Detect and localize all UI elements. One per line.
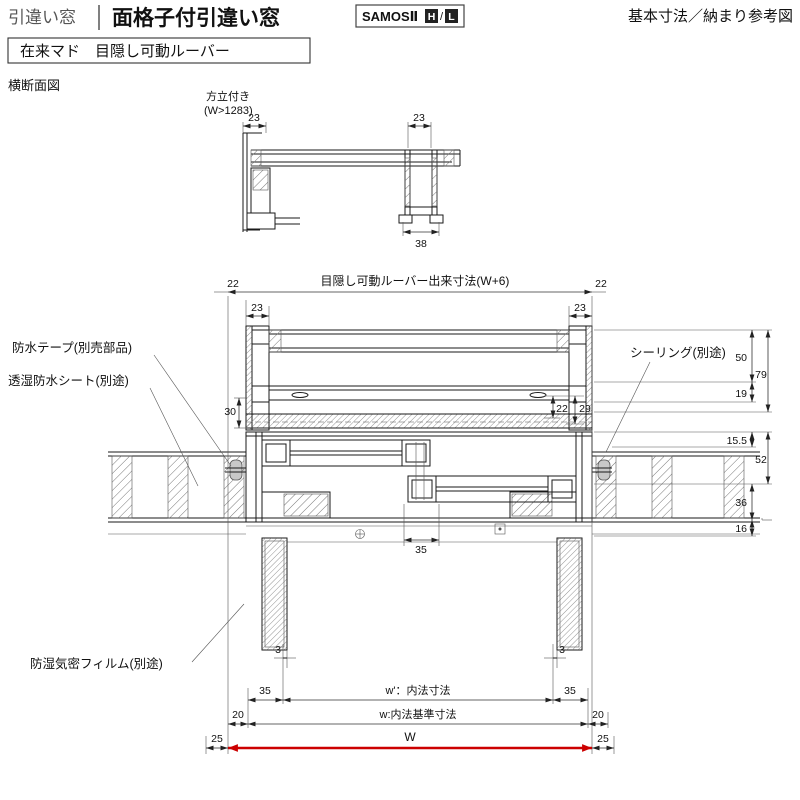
brand-label: SAMOSⅡ <box>362 9 418 24</box>
pillar-condition: (W>1283) <box>204 105 253 117</box>
variant-l-box <box>445 9 458 23</box>
dim-79: 79 <box>755 369 767 381</box>
callout-waterproof-tape: 防水テープ(別売部品) <box>12 340 132 355</box>
dimensions: 22 22 目隠し可動ルーバー出来寸法(W+6) 23 23 30 22 29 <box>205 274 772 754</box>
dim-23-right: 23 <box>574 302 586 314</box>
variant-l-label: L <box>448 11 455 23</box>
callout-sealing: シーリング(別途) <box>630 345 726 360</box>
w-mark-label: W <box>404 730 416 744</box>
screw-symbol <box>355 529 365 539</box>
dim-35-right: 35 <box>564 685 576 697</box>
dim-52: 52 <box>755 454 767 466</box>
mullion-detail-drawing: 方立付き (W>1283) 23 23 <box>204 89 461 250</box>
dim-19: 19 <box>735 388 747 400</box>
variant-h-box <box>425 9 438 23</box>
wall-left <box>108 451 246 535</box>
louver-assembly <box>245 325 593 431</box>
section-view-label: 横断面図 <box>8 78 60 93</box>
header-right-note: 基本寸法／納まり参考図 <box>628 8 793 25</box>
dim-50: 50 <box>735 352 747 364</box>
dim-23-detail-left: 23 <box>248 112 260 124</box>
subheader-label: 在来マド 目隠し可動ルーバー <box>20 43 230 60</box>
dim-23-left: 23 <box>251 302 263 314</box>
dim-22-right: 22 <box>595 278 607 290</box>
callout-breathable-sheet: 透湿防水シート(別途) <box>8 373 129 388</box>
callouts: 防水テープ(別売部品) 透湿防水シート(別途) シーリング(別途) 防湿気密フィ… <box>8 340 726 671</box>
dim-22-left: 22 <box>227 278 239 290</box>
page-title: 面格子付引違い窓 <box>112 6 280 30</box>
column-right <box>556 537 583 651</box>
sealing-marker <box>597 459 611 481</box>
dim-15-5: 15.5 <box>727 435 748 447</box>
variant-h-label: H <box>428 11 436 23</box>
inner-width-label: w'：内法寸法 <box>384 683 450 697</box>
dim-20-right: 20 <box>592 709 604 721</box>
base-width-label: w:内法基準寸法 <box>379 707 457 721</box>
dim-22-inner: 22 <box>556 403 568 415</box>
sliding-sashes <box>261 439 577 503</box>
callout-moisture-film: 防湿気密フィルム(別途) <box>30 656 163 671</box>
header: 引違い窓 面格子付引違い窓 SAMOSⅡ H / L 基本寸法／納まり参考図 在… <box>7 4 793 93</box>
main-cross-section <box>108 325 760 651</box>
pillar-label: 方立付き <box>206 89 250 103</box>
waterproof-tape-marker <box>229 459 243 481</box>
dim-30: 30 <box>224 406 236 418</box>
anchor-symbol <box>494 523 506 535</box>
dim-3-left: 3 <box>275 644 281 656</box>
dim-20-left: 20 <box>232 709 244 721</box>
dim-38: 38 <box>415 238 427 250</box>
samos-badge: SAMOSⅡ H / L <box>355 4 465 28</box>
column-left <box>261 537 288 651</box>
window-category-label: 引違い窓 <box>8 8 76 27</box>
dim-36: 36 <box>735 497 747 509</box>
subheader-box: 在来マド 目隠し可動ルーバー <box>7 37 311 64</box>
variant-separator: / <box>440 11 444 23</box>
louver-span-label: 目隠し可動ルーバー出来寸法(W+6) <box>321 274 510 288</box>
dim-35-center: 35 <box>415 544 427 556</box>
dim-25-right: 25 <box>597 733 609 745</box>
dim-3-right: 3 <box>559 644 565 656</box>
dim-29-inner: 29 <box>579 403 591 415</box>
dim-23-detail-right: 23 <box>413 112 425 124</box>
dim-35-left: 35 <box>259 685 271 697</box>
dim-25-left: 25 <box>211 733 223 745</box>
dim-16: 16 <box>735 523 747 535</box>
